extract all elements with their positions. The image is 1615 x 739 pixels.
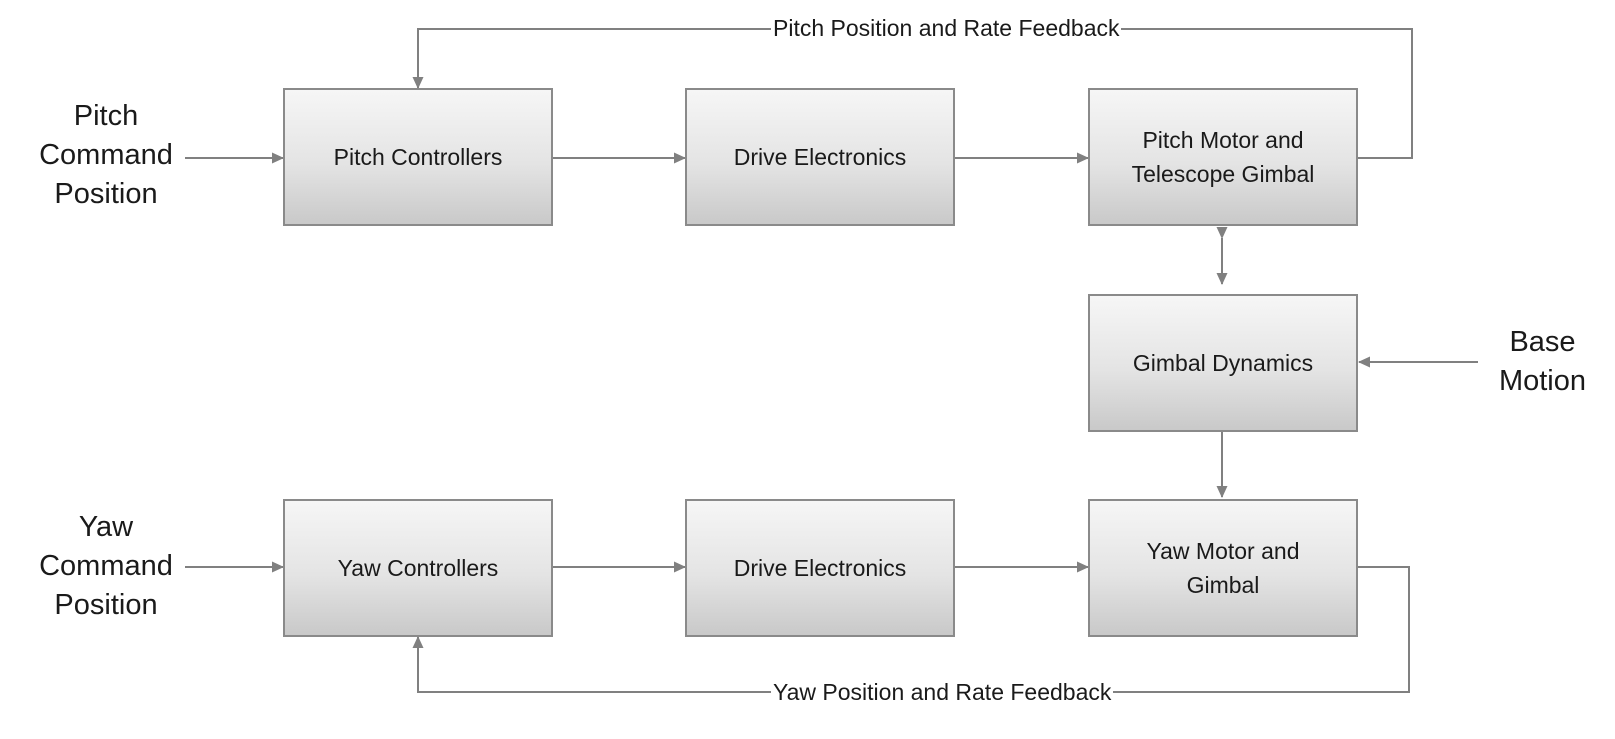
base-motion-line-1: Base	[1509, 326, 1576, 358]
pitch-controllers-text: Pitch Controllers	[333, 144, 503, 170]
yaw-drive-electronics-text: Drive Electronics	[733, 555, 907, 581]
yaw-motor-text-line-2: Gimbal	[1186, 572, 1260, 598]
yaw-feedback-label: Yaw Position and Rate Feedback	[771, 679, 1114, 705]
pitch-command-label: Pitch Command Position	[26, 97, 186, 214]
pitch-command-line-2: Command	[39, 139, 173, 171]
base-motion-line-2: Motion	[1498, 365, 1587, 397]
pitch-motor-gimbal-block: Pitch Motor and Telescope Gimbal	[1088, 88, 1358, 226]
yaw-command-line-2: Command	[39, 550, 173, 582]
pitch-feedback-label: Pitch Position and Rate Feedback	[771, 15, 1122, 41]
yaw-command-line-1: Yaw	[78, 511, 134, 543]
pitch-motor-text-line-1: Pitch Motor and	[1142, 127, 1304, 153]
yaw-motor-gimbal-block: Yaw Motor and Gimbal	[1088, 499, 1358, 637]
pitch-drive-electronics-text: Drive Electronics	[733, 144, 907, 170]
pitch-motor-text-line-2: Telescope Gimbal	[1131, 161, 1315, 187]
pitch-controllers-block: Pitch Controllers	[283, 88, 553, 226]
gimbal-dynamics-block: Gimbal Dynamics	[1088, 294, 1358, 432]
yaw-feedback-loop	[412, 566, 1410, 693]
pitch-drive-electronics-block: Drive Electronics	[685, 88, 955, 226]
yaw-drive-electronics-block: Drive Electronics	[685, 499, 955, 637]
yaw-command-label: Yaw Command Position	[26, 508, 186, 625]
yaw-controllers-block: Yaw Controllers	[283, 499, 553, 637]
yaw-motor-text-line-1: Yaw Motor and	[1146, 538, 1300, 564]
pitch-feedback-loop	[412, 28, 1413, 159]
pitch-command-line-1: Pitch	[73, 100, 139, 132]
base-motion-label: Base Motion	[1480, 323, 1605, 401]
gimbal-dynamics-text: Gimbal Dynamics	[1132, 350, 1314, 376]
pitch-command-line-3: Position	[54, 178, 158, 210]
yaw-command-line-3: Position	[54, 589, 158, 621]
yaw-controllers-text: Yaw Controllers	[337, 555, 499, 581]
